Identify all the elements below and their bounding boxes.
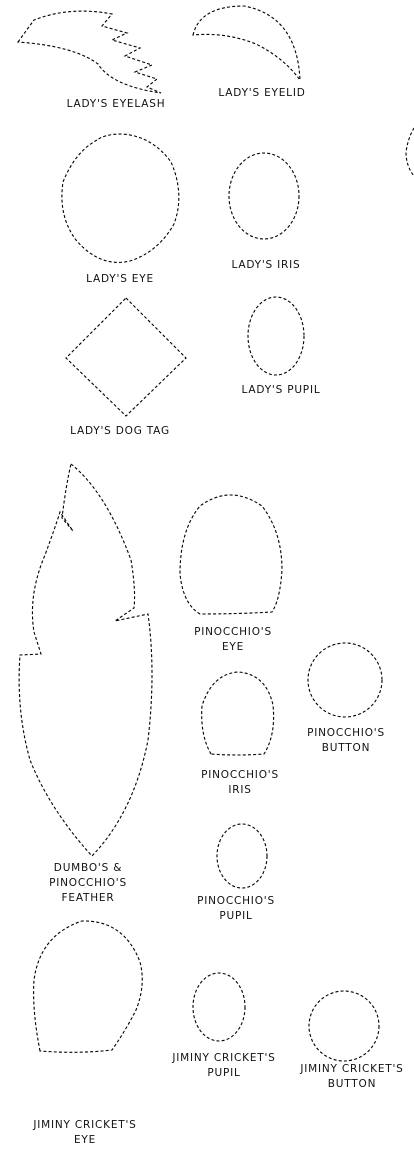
pinocchios-iris-label-line-1: PINOCCHIO'S — [201, 769, 279, 781]
pinocchios-button-label: PINOCCHIO'S BUTTON — [307, 726, 385, 756]
ladys-pupil-label: LADY'S PUPIL — [241, 384, 321, 396]
ladys-iris-label: LADY'S IRIS — [231, 259, 301, 271]
ladys-eye-shape — [61, 133, 180, 263]
pinocchios-eye-shape — [179, 494, 283, 615]
jiminy-button-label: JIMINY CRICKET'S BUTTON — [300, 1062, 403, 1092]
ladys-eyelash-label: LADY'S EYELASH — [66, 98, 166, 110]
pinocchios-eye-label: PINOCCHIO'S EYE — [194, 625, 272, 655]
jiminy-pupil-shape — [192, 972, 246, 1042]
jiminy-pupil-label-line-2: PUPIL — [207, 1067, 241, 1079]
ladys-iris-shape — [228, 152, 300, 240]
pinocchios-eye-label-line-2: EYE — [221, 641, 245, 653]
feather-label: DUMBO'S & PINOCCHIO'S FEATHER — [49, 861, 127, 906]
ladys-eye-label: LADY'S EYE — [86, 273, 154, 285]
ladys-eyelid-shape — [192, 5, 301, 82]
partial-shape-edge — [405, 127, 414, 177]
jiminy-pupil-label-line-1: JIMINY CRICKET'S — [172, 1052, 276, 1064]
jiminy-eye-label-line-2: EYE — [73, 1134, 97, 1146]
pinocchios-pupil-label-line-1: PINOCCHIO'S — [197, 895, 275, 907]
ladys-pupil-shape — [247, 296, 305, 376]
feather-shape — [18, 463, 153, 857]
jiminy-button-shape — [308, 990, 380, 1062]
pinocchios-eye-label-line-1: PINOCCHIO'S — [194, 626, 272, 638]
pinocchios-button-label-line-2: BUTTON — [321, 742, 371, 754]
pinocchios-pupil-label-line-2: PUPIL — [219, 910, 253, 922]
pinocchios-button-shape — [307, 642, 383, 718]
feather-label-line-3: FEATHER — [61, 892, 115, 904]
jiminy-button-label-line-1: JIMINY CRICKET'S — [300, 1063, 404, 1075]
pinocchios-pupil-shape — [216, 823, 268, 889]
pinocchios-iris-label: PINOCCHIO'S IRIS — [201, 768, 279, 798]
feather-label-line-2: PINOCCHIO'S — [49, 877, 127, 889]
jiminy-eye-label: JIMINY CRICKET'S EYE — [33, 1118, 136, 1148]
jiminy-pupil-label: JIMINY CRICKET'S PUPIL — [172, 1051, 275, 1081]
ladys-eyelid-label: LADY'S EYELID — [218, 87, 306, 99]
pinocchios-iris-label-line-2: IRIS — [228, 784, 252, 796]
pinocchios-button-label-line-1: PINOCCHIO'S — [307, 727, 385, 739]
pinocchios-pupil-label: PINOCCHIO'S PUPIL — [197, 894, 275, 924]
pinocchios-iris-shape — [201, 671, 275, 756]
ladys-dog-tag-shape — [65, 297, 187, 417]
ladys-eyelash-shape — [16, 10, 162, 94]
jiminy-eye-shape — [33, 920, 143, 1053]
ladys-dog-tag-label: LADY'S DOG TAG — [70, 425, 170, 437]
jiminy-eye-label-line-1: JIMINY CRICKET'S — [33, 1119, 137, 1131]
jiminy-button-label-line-2: BUTTON — [327, 1078, 377, 1090]
feather-label-line-1: DUMBO'S & — [53, 862, 123, 874]
